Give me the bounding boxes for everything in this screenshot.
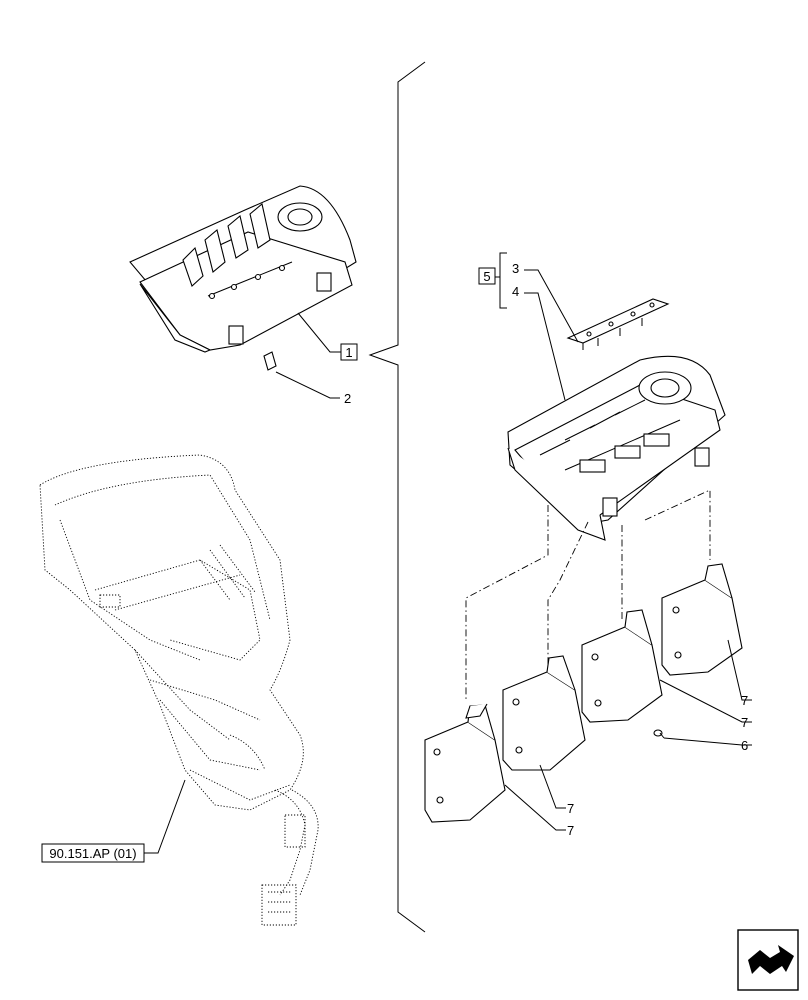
joystick-module-3 <box>581 609 663 723</box>
next-page-arrow-icon[interactable] <box>737 929 799 991</box>
console-housing-assembly <box>129 185 357 353</box>
callout-7-module-2: 7 <box>567 801 574 816</box>
callout-2: 2 <box>344 391 351 406</box>
callout-7-module-1: 7 <box>567 823 574 838</box>
callout-7-module-3: 7 <box>741 715 748 730</box>
control-console-part <box>507 355 726 541</box>
joystick-module-1 <box>424 703 506 823</box>
callout-4: 4 <box>512 284 519 299</box>
callout-6: 6 <box>741 738 748 753</box>
callout-3: 3 <box>512 261 519 276</box>
assembly-guide-lines <box>465 489 711 700</box>
joystick-module-2 <box>502 655 586 771</box>
assembly-bracket <box>368 61 426 933</box>
callout-1: 1 <box>345 345 352 360</box>
screw-part <box>653 729 665 739</box>
joystick-module-4 <box>661 563 743 676</box>
armrest-wiring-assembly <box>39 454 319 926</box>
callout-7-module-4: 7 <box>741 693 748 708</box>
callout-box-1 <box>340 343 358 361</box>
cover-strip-part <box>566 298 670 350</box>
reference-label: 90.151.AP (01) <box>49 846 136 861</box>
callout-5: 5 <box>483 269 490 284</box>
callout-box-5 <box>478 267 496 285</box>
bracket-3-4 <box>499 252 507 309</box>
clip-part <box>263 351 277 371</box>
